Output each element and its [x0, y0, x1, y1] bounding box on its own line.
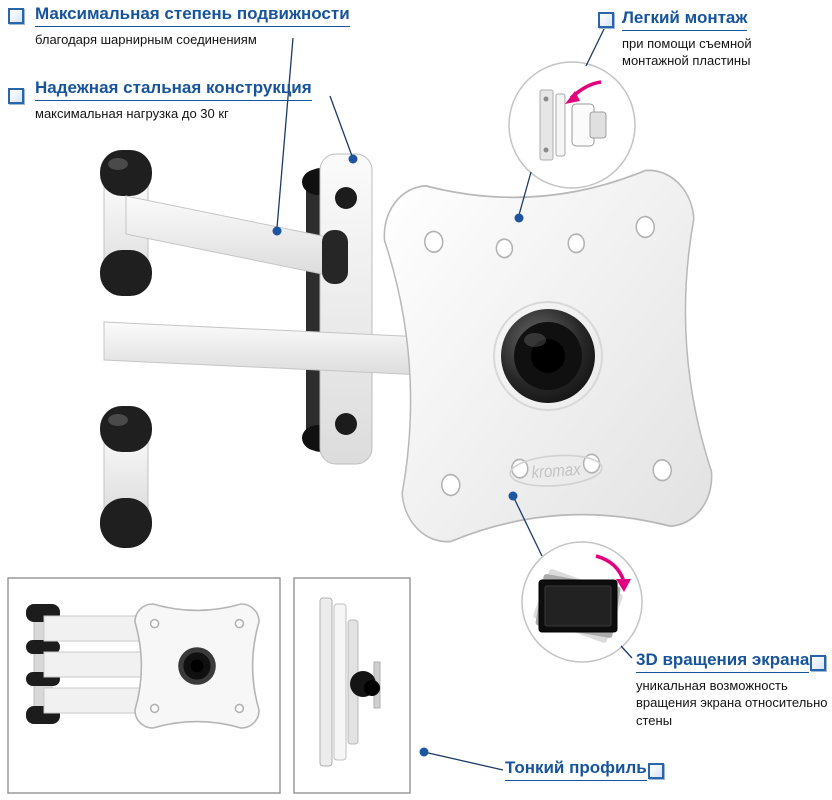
callout-marker-mobility — [8, 8, 24, 24]
callout-profile: Тонкий профиль — [505, 758, 647, 781]
rotation-detail-circle — [521, 541, 643, 663]
callout-montage: Легкий монтаж при помощи съемной монтажн… — [622, 8, 752, 70]
callout-mobility-title: Максимальная степень подвижности — [35, 4, 350, 27]
upper-arm — [125, 195, 333, 277]
montage-detail-circle — [508, 61, 636, 189]
wall-mount-product: kromax — [100, 150, 713, 548]
ball-joint — [493, 301, 603, 411]
lower-arm — [103, 321, 447, 377]
brand-logo-text: kromax — [531, 460, 582, 483]
callout-construction-subtitle: максимальная нагрузка до 30 кг — [35, 105, 229, 121]
callout-mobility-subtitle: благодаря шарнирным соединениям — [35, 31, 257, 47]
bracket-bolt-bottom — [335, 413, 357, 435]
hinge-bottom — [100, 406, 152, 548]
plate-corner-holes — [423, 215, 673, 497]
callout-rotation: 3D вращения экрана уникальная возможност… — [636, 650, 827, 729]
callout-montage-subtitle: при помощи съемной монтажной пластины — [622, 35, 752, 69]
callout-rotation-title: 3D вращения экрана — [636, 650, 810, 673]
brand-logo: kromax — [509, 454, 603, 487]
callout-profile-title: Тонкий профиль — [505, 758, 647, 781]
callout-connectors — [276, 26, 633, 771]
callout-construction-title: Надежная стальная конструкция — [35, 78, 312, 101]
callout-rotation-subtitle: уникальная возможность вращения экрана о… — [636, 677, 828, 728]
callout-marker-construction — [8, 88, 24, 104]
callout-montage-title: Легкий монтаж — [622, 8, 748, 31]
callout-dots — [272, 154, 524, 757]
callout-marker-rotation — [810, 655, 826, 671]
callout-mobility: Максимальная степень подвижности благода… — [35, 4, 350, 48]
callout-marker-montage — [598, 12, 614, 28]
plate-vesa-holes — [495, 233, 601, 479]
rotation-arrow — [595, 554, 631, 592]
bracket-bolt-top — [335, 187, 357, 209]
thumbnail-side-view — [293, 577, 411, 794]
callout-marker-profile — [648, 763, 664, 779]
montage-arrow — [565, 80, 602, 104]
elbow-joint — [322, 230, 348, 284]
tv-screen — [538, 579, 618, 633]
thumbnail-front-view — [7, 577, 281, 794]
callout-construction: Надежная стальная конструкция максимальн… — [35, 78, 312, 122]
